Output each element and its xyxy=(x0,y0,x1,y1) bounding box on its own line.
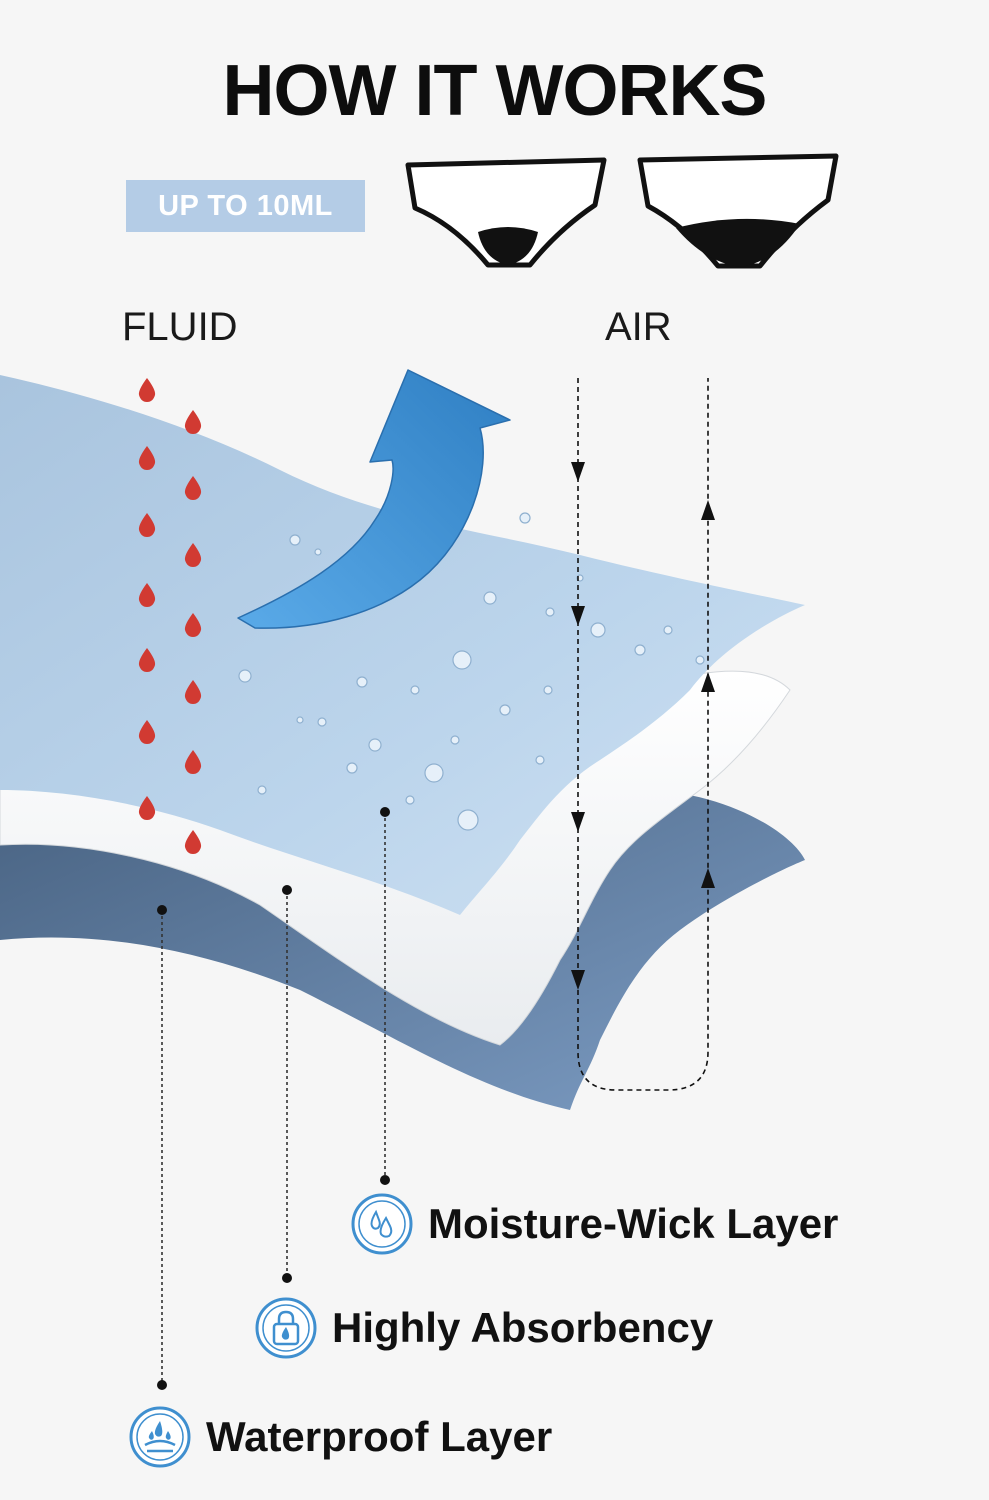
wicking-arrow-icon xyxy=(237,369,511,629)
panty-icon-light-flow xyxy=(405,157,607,268)
fluid-drop-icon xyxy=(138,648,156,672)
legend-item-absorbency: Highly Absorbency xyxy=(254,1296,713,1360)
legend-label-absorbency: Highly Absorbency xyxy=(332,1304,714,1351)
lock-drop-icon xyxy=(255,1297,317,1359)
air-up-arrows xyxy=(701,500,715,888)
panty-icon-heavy-flow xyxy=(637,153,839,269)
fluid-drop-icon xyxy=(138,583,156,607)
fluid-drop-icon xyxy=(138,796,156,820)
legend-item-moisture-wick: Moisture-Wick Layer xyxy=(350,1192,838,1256)
capacity-badge: UP TO 10ML xyxy=(126,180,365,232)
legend-label-waterproof: Waterproof Layer xyxy=(206,1413,553,1460)
fluid-drops xyxy=(138,378,202,854)
fluid-label: FLUID xyxy=(122,305,238,349)
fluid-drop-icon xyxy=(138,720,156,744)
fluid-drop-icon xyxy=(138,446,156,470)
fluid-drop-icon xyxy=(184,830,202,854)
fluid-drop-icon xyxy=(138,513,156,537)
fluid-drop-icon xyxy=(138,378,156,402)
air-down-arrows xyxy=(571,462,585,990)
water-drops-icon xyxy=(351,1193,413,1255)
air-label: AIR xyxy=(605,305,672,349)
fluid-drop-icon xyxy=(184,750,202,774)
water-shield-icon xyxy=(129,1406,191,1468)
page-title: HOW IT WORKS xyxy=(222,51,768,131)
leader-lines xyxy=(161,812,386,1385)
fluid-drop-icon xyxy=(184,476,202,500)
moisture-wick-layer xyxy=(0,375,805,915)
legend-item-waterproof: Waterproof Layer xyxy=(128,1405,552,1469)
legend-label-moisture-wick: Moisture-Wick Layer xyxy=(428,1200,839,1247)
fluid-drop-icon xyxy=(184,680,202,704)
fluid-drop-icon xyxy=(184,613,202,637)
moisture-beads xyxy=(238,512,705,831)
fluid-drop-icon xyxy=(184,543,202,567)
fluid-drop-icon xyxy=(184,410,202,434)
leader-dots xyxy=(157,807,390,1390)
